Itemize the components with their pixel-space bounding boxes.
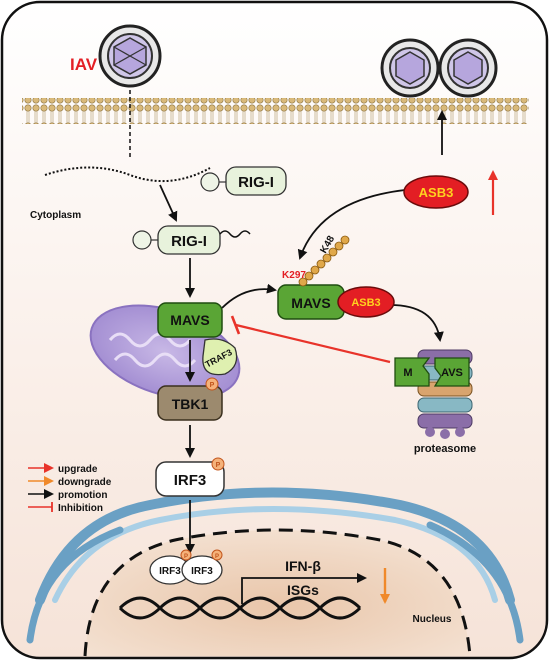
mavs-degraded-left-label: M [403, 367, 412, 379]
legend-inhibition-label: Inhibition [58, 503, 103, 514]
arrow-asb3-to-complex [297, 189, 406, 260]
proteasome [417, 349, 473, 439]
mavs-protein [157, 302, 223, 338]
irf3-dimer-a-label: IRF3 [159, 566, 181, 577]
mavs-label: MAVS [170, 312, 209, 328]
rig-i-bound-protein [132, 225, 251, 255]
cytoplasm-label: Cytoplasm [30, 210, 81, 221]
virus-particle-budding-right [438, 38, 498, 98]
virus-label: IAV [70, 55, 98, 74]
mavs-complex-label: MAVS [291, 295, 330, 311]
ifn-beta-label: IFN-β [285, 558, 321, 574]
asb3-complex-label: ASB3 [351, 297, 380, 309]
inhibition-line [235, 323, 391, 364]
traf3-protein [202, 338, 238, 376]
arrow-mavs-to-complex [221, 283, 277, 309]
legend: upgrade downgrade promotion Inhibition [28, 463, 112, 514]
mavs-degraded-right-label: AVS [441, 367, 463, 379]
isgs-label: ISGs [287, 582, 319, 598]
k297-label: K297 [282, 270, 306, 281]
irf3-phospho-label: P [216, 462, 221, 469]
asb3-top-protein [403, 175, 469, 209]
virus-particle-entering [98, 24, 162, 88]
tbk1-phospho [205, 377, 219, 391]
endoplasmic-reticulum [26, 487, 524, 644]
rig-i-bound-label: RIG-I [171, 233, 207, 250]
legend-upgrade-label: upgrade [58, 464, 98, 475]
irf3-phospho [211, 457, 225, 471]
dna-helix [118, 596, 362, 620]
dimer-phospho-a [180, 549, 192, 561]
irf3-dimer-b [181, 555, 223, 585]
proteasome-label: proteasome [414, 443, 476, 455]
mavs-degraded-left [394, 357, 431, 387]
irf3-protein [155, 461, 225, 497]
legend-downgrade-label: downgrade [58, 477, 112, 488]
legend-promotion-label: promotion [58, 490, 107, 501]
transcription-arrow [241, 573, 367, 604]
dimer-phospho-b [211, 549, 223, 561]
tbk1-label: TBK1 [172, 396, 209, 412]
dimer-phospho-a-label: P [184, 554, 188, 560]
nucleus-label: Nucleus [413, 614, 452, 625]
k48-ubiquitin-chain [298, 235, 350, 287]
mavs-degraded-right [433, 357, 470, 387]
irf3-label: IRF3 [174, 472, 207, 489]
asb3-top-label: ASB3 [419, 185, 454, 200]
inhibition-bar [230, 315, 241, 335]
dimer-phospho-b-label: P [215, 554, 219, 560]
rig-i-free-label: RIG-I [238, 174, 274, 191]
arrow-complex-to-proteasome [389, 304, 444, 342]
tbk1-protein [157, 385, 223, 421]
irf3-dimer-b-label: IRF3 [191, 566, 213, 577]
arrow-rna-to-rigi [159, 184, 178, 222]
plasma-membrane [22, 98, 529, 124]
asb3-complex-protein [337, 286, 395, 318]
virus-particle-budding-left [380, 38, 440, 98]
rig-i-free-protein [200, 166, 287, 196]
tbk1-phospho-label: P [210, 382, 215, 389]
